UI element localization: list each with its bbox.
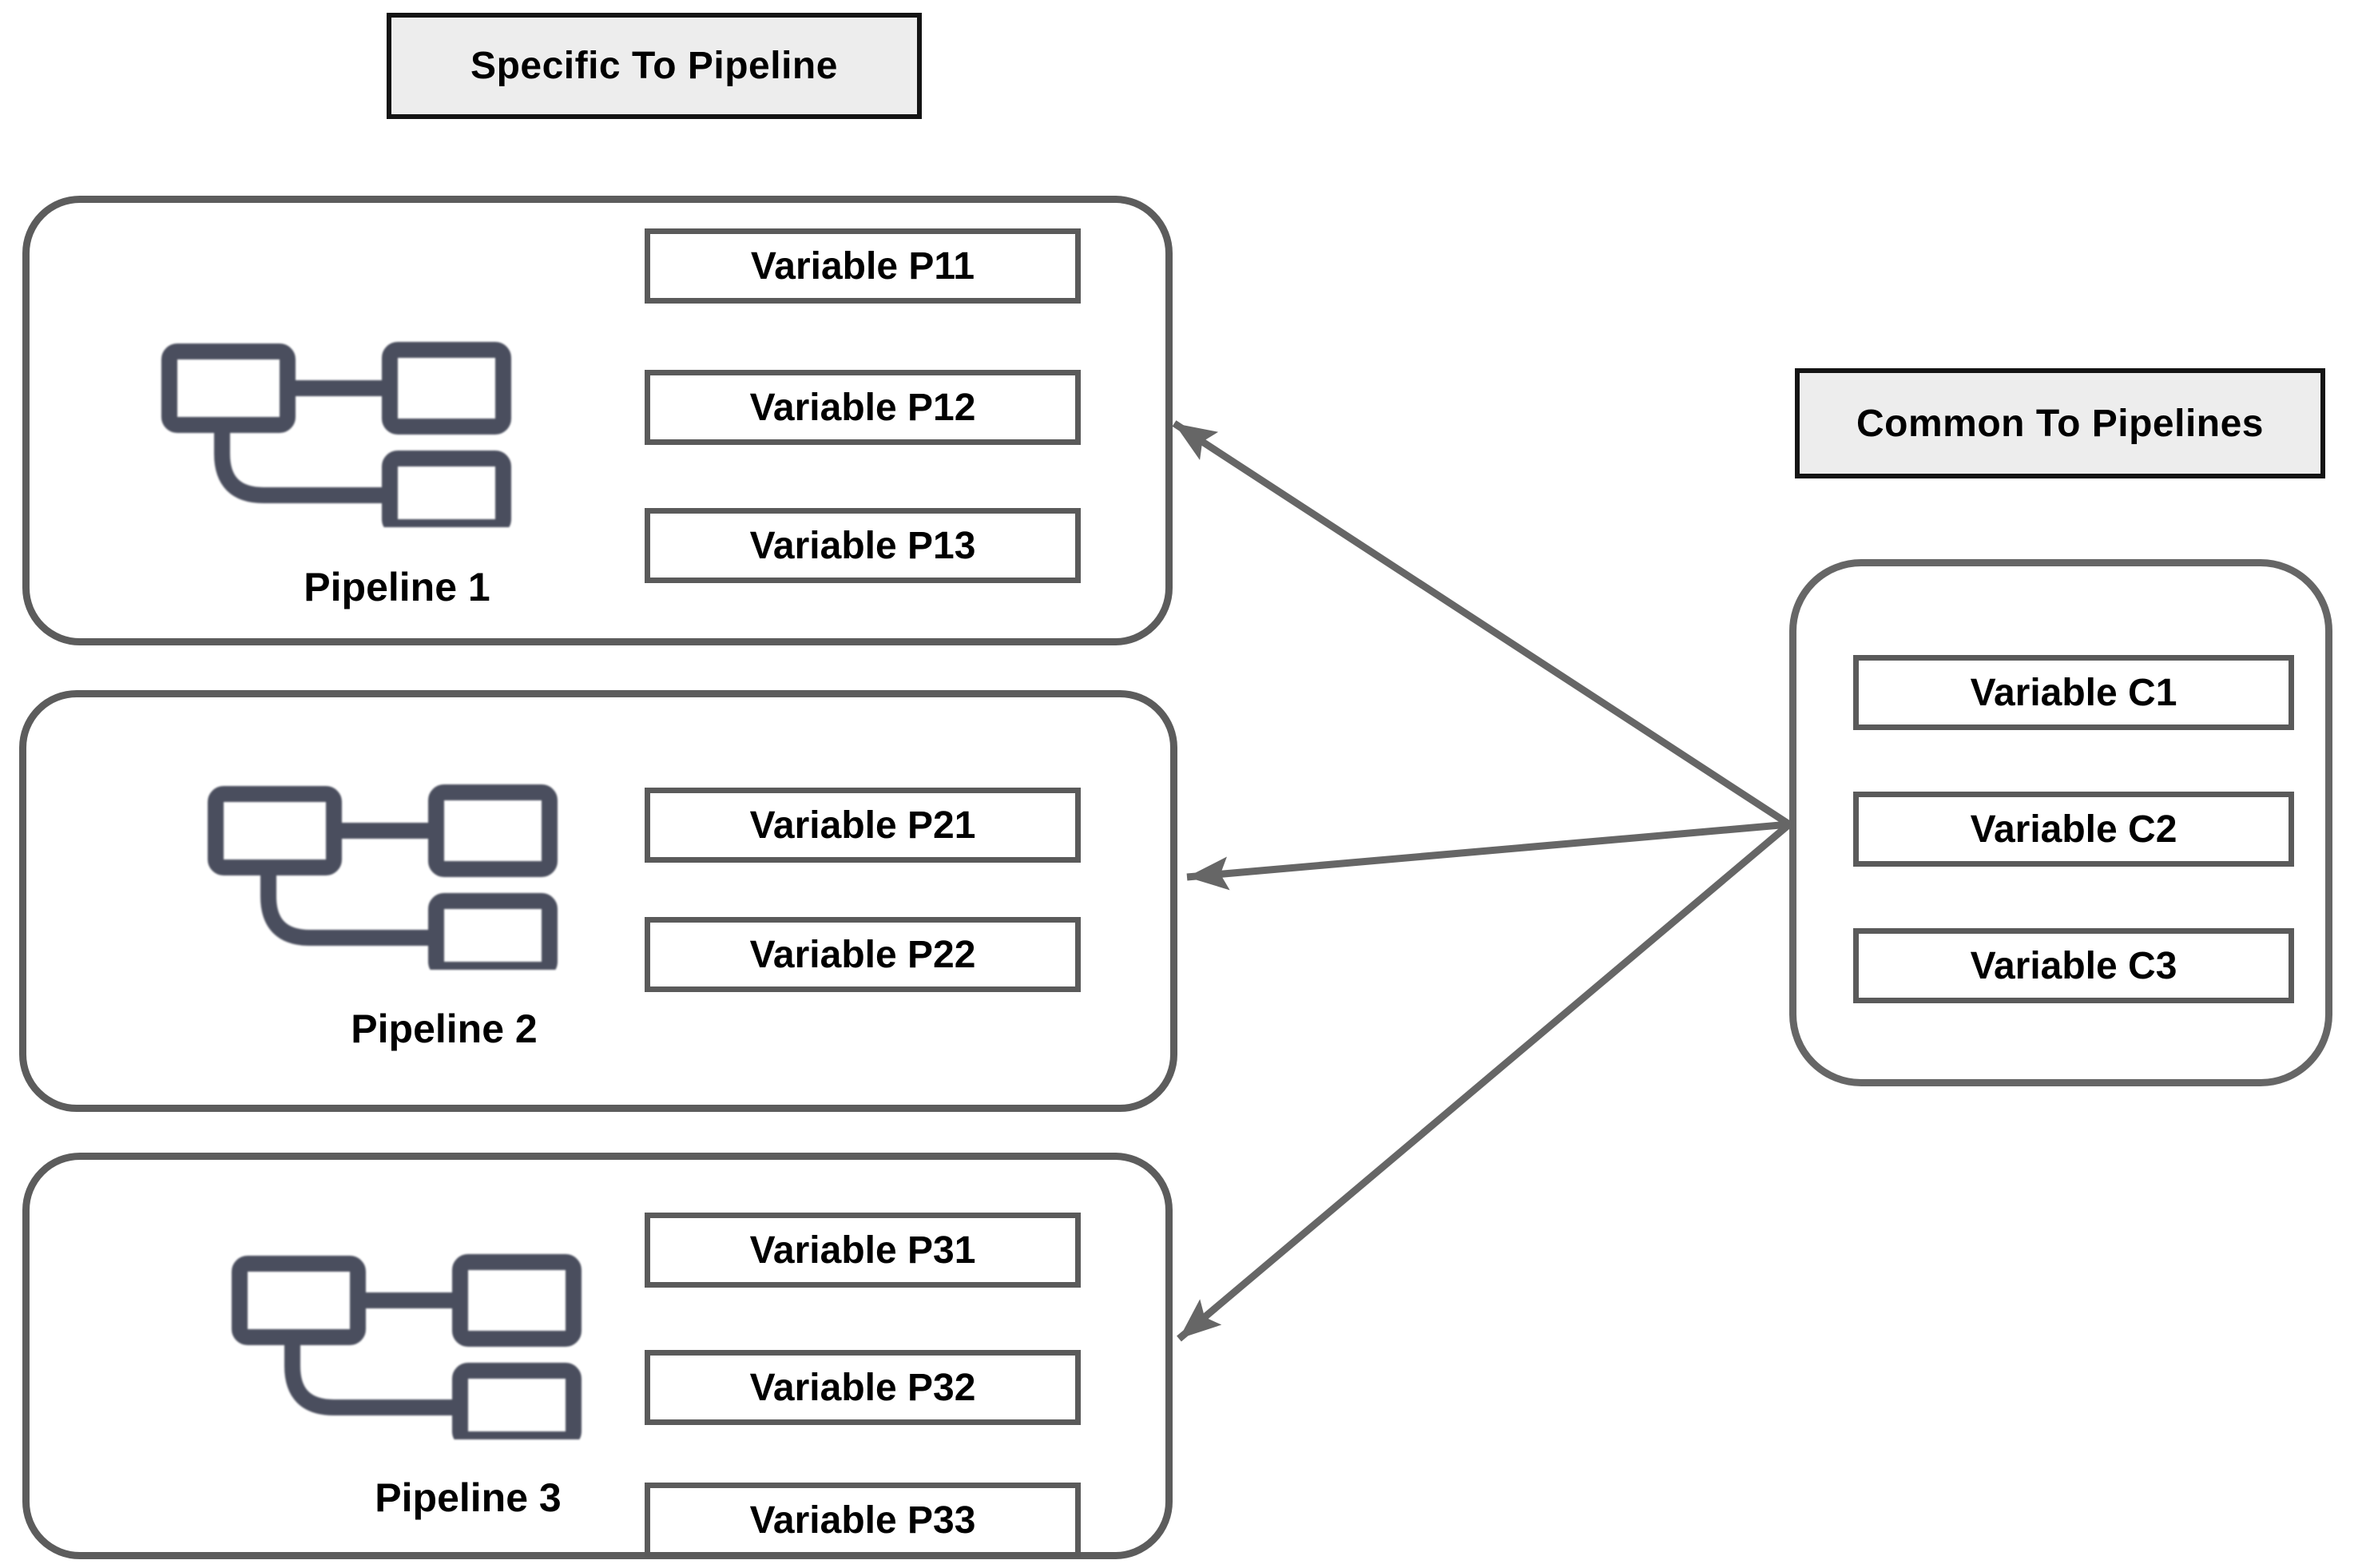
variable-c3-label: Variable C3 — [1970, 944, 2177, 987]
variable-p11-label: Variable P11 — [750, 244, 975, 288]
common-to-pipelines-header: Common To Pipelines — [1795, 368, 2325, 478]
variable-box-p12: Variable P12 — [645, 370, 1081, 445]
variable-box-p21: Variable P21 — [645, 788, 1081, 863]
flowchart-icon — [208, 784, 558, 970]
arrow-to-pipeline-2 — [1186, 820, 1790, 891]
variable-box-p11: Variable P11 — [645, 228, 1081, 304]
variable-c2-label: Variable C2 — [1970, 808, 2177, 851]
variable-p13-label: Variable P13 — [749, 524, 976, 567]
variable-box-p32: Variable P32 — [645, 1350, 1081, 1425]
variable-box-p31: Variable P31 — [645, 1213, 1081, 1288]
flowchart-icon — [161, 342, 511, 527]
variable-p33-label: Variable P33 — [749, 1499, 976, 1542]
variable-p12-label: Variable P12 — [749, 386, 976, 429]
variable-p22-label: Variable P22 — [749, 933, 976, 976]
pipeline-2-group — [19, 690, 1177, 1112]
variable-p21-label: Variable P21 — [749, 804, 976, 847]
pipeline-1-label: Pipeline 1 — [304, 565, 490, 609]
variable-p31-label: Variable P31 — [749, 1229, 976, 1272]
pipeline-3-label: Pipeline 3 — [375, 1475, 562, 1520]
pipeline-2-label: Pipeline 2 — [351, 1006, 538, 1051]
variable-box-p33: Variable P33 — [645, 1483, 1081, 1558]
variable-c1-label: Variable C1 — [1970, 671, 2177, 714]
common-to-pipelines-label: Common To Pipelines — [1856, 402, 2264, 445]
variable-box-p22: Variable P22 — [645, 917, 1081, 992]
variable-box-c1: Variable C1 — [1853, 655, 2294, 730]
variable-box-p13: Variable P13 — [645, 508, 1081, 583]
variable-box-c2: Variable C2 — [1853, 792, 2294, 867]
variable-p32-label: Variable P32 — [749, 1366, 976, 1409]
variable-box-c3: Variable C3 — [1853, 928, 2294, 1003]
specific-to-pipeline-label: Specific To Pipeline — [470, 45, 838, 87]
specific-to-pipeline-header: Specific To Pipeline — [387, 13, 922, 119]
arrow-to-pipeline-3 — [1177, 821, 1792, 1342]
arrow-to-pipeline-1 — [1172, 420, 1792, 828]
flowchart-icon — [232, 1254, 582, 1439]
